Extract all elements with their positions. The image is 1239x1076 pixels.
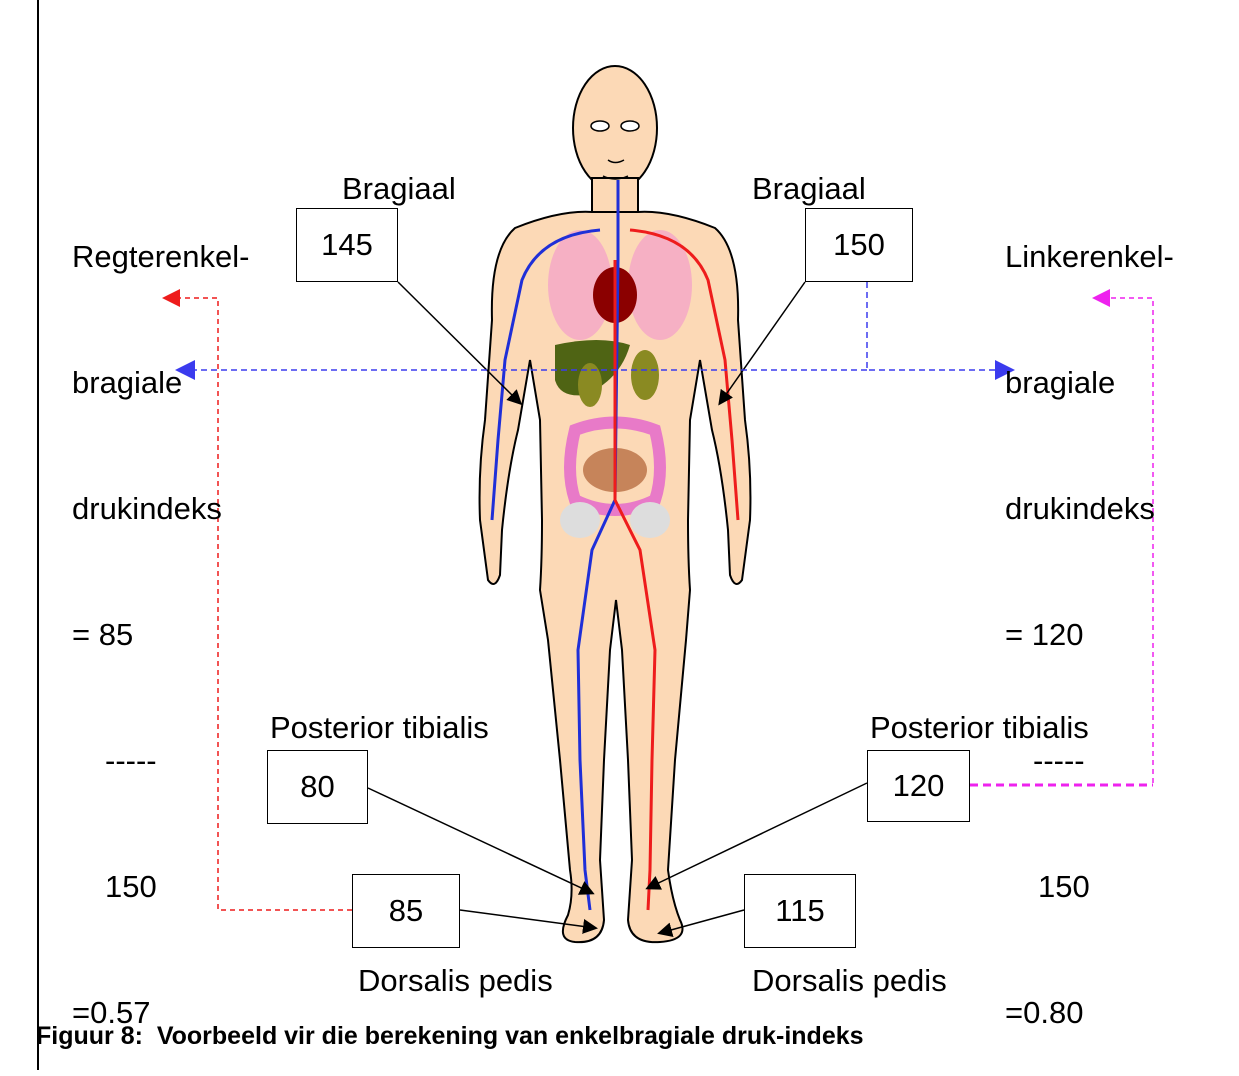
left-calc-line: drukindeks xyxy=(72,488,249,530)
right-calc-line: drukindeks xyxy=(1005,488,1174,530)
posterior-right-label: Posterior tibialis xyxy=(870,707,1089,749)
right-calc-line: = 120 xyxy=(1005,614,1174,656)
figure-caption: Figuur 8: Voorbeeld vir die berekening v… xyxy=(36,1022,864,1051)
right-calc-line: bragiale xyxy=(1005,362,1174,404)
left-calc-line: bragiale xyxy=(72,362,249,404)
dorsalis-right-box: 115 xyxy=(744,874,856,948)
dorsalis-left-label: Dorsalis pedis xyxy=(358,960,553,1002)
brachial-left-label: Bragiaal xyxy=(342,168,456,210)
left-calc-line: Regterenkel- xyxy=(72,236,249,278)
left-calc-line: ----- xyxy=(72,740,249,782)
dorsalis-right-label: Dorsalis pedis xyxy=(752,960,947,1002)
dorsalis-left-box: 85 xyxy=(352,874,460,948)
brachial-right-box: 150 xyxy=(805,208,913,282)
right-calc-line: =0.80 xyxy=(1005,992,1174,1034)
brachial-left-box: 145 xyxy=(296,208,398,282)
brachial-right-label: Bragiaal xyxy=(752,168,866,210)
posterior-left-label: Posterior tibialis xyxy=(270,707,489,749)
left-calc-line: 150 xyxy=(72,866,249,908)
posterior-left-box: 80 xyxy=(267,750,368,824)
posterior-right-box: 120 xyxy=(867,750,970,822)
left-calc-line: = 85 xyxy=(72,614,249,656)
right-calculation: Linkerenkel- bragiale drukindeks = 120 -… xyxy=(1005,152,1174,1076)
right-calc-line: 150 xyxy=(1005,866,1174,908)
left-calculation: Regterenkel- bragiale drukindeks = 85 --… xyxy=(72,152,249,1076)
right-calc-line: Linkerenkel- xyxy=(1005,236,1174,278)
